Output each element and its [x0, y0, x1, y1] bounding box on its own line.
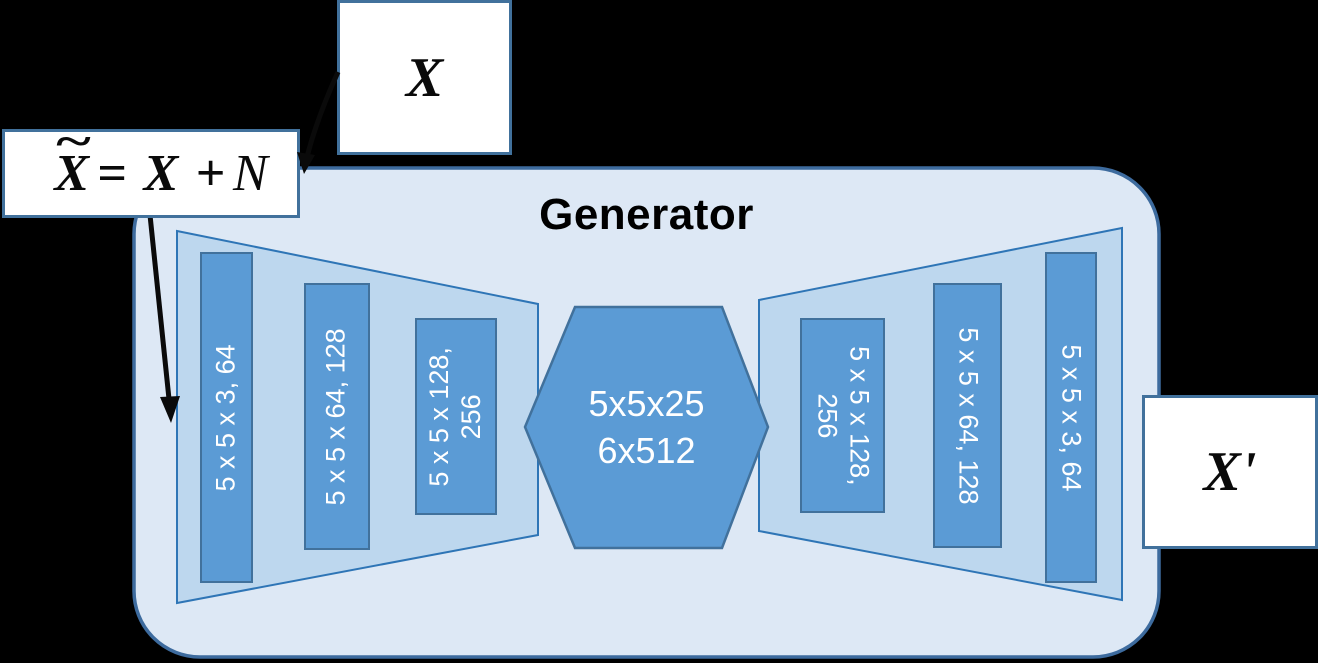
input-arrow-head [297, 152, 315, 174]
encoder-layer-2: 5 x 5 x 64, 128 [304, 283, 370, 550]
encoder-layer-1: 5 x 5 x 3, 64 [200, 252, 253, 583]
input-image-label: X [405, 46, 444, 109]
bottleneck-hexagon [523, 305, 770, 550]
noisy-input-formula-box: ~X = X + N [2, 119, 300, 218]
output-image-label: X' [1203, 441, 1257, 503]
input-arrow-shaft [304, 70, 341, 158]
noise-symbol: N [232, 144, 268, 202]
decoder-layer-2: 5 x 5 x 64, 128 [933, 283, 1002, 548]
noise-arrow-head [160, 396, 180, 423]
x-base: X [54, 144, 90, 202]
decoder-layer-1: 5 x 5 x 128, 256 [800, 318, 885, 513]
noise-arrow-shaft [147, 214, 172, 400]
bottleneck-label: 5x5x25 6x512 [588, 383, 705, 471]
x-tilde-symbol: ~X [54, 119, 91, 202]
tilde-accent: ~ [56, 117, 92, 167]
decoder-layer-3: 5 x 5 x 3, 64 [1045, 252, 1097, 583]
input-image-box: X [337, 0, 512, 155]
output-image-box: X' [1142, 395, 1318, 549]
generator-title: Generator [539, 190, 754, 239]
formula-middle: = X + [97, 144, 227, 202]
encoder-layer-3: 5 x 5 x 128, 256 [415, 318, 497, 515]
